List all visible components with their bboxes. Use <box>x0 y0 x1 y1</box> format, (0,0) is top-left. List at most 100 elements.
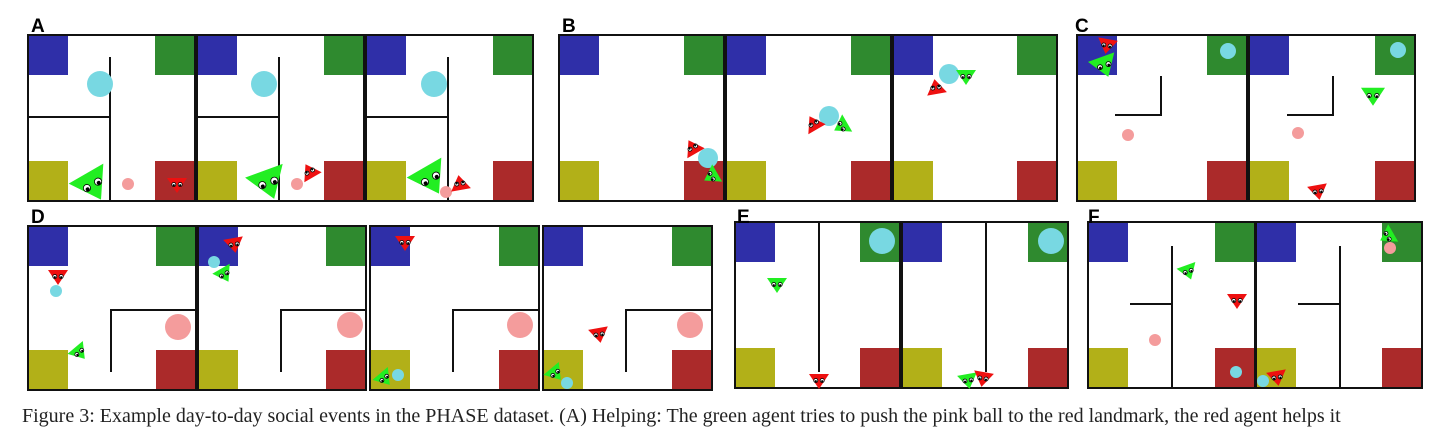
landmark-olive <box>366 161 406 201</box>
agent-pupil <box>557 370 560 373</box>
agent-green <box>1087 52 1115 77</box>
agent-pupil <box>53 276 56 279</box>
agent-green <box>704 164 723 182</box>
agent-pupil <box>226 272 229 275</box>
landmark-olive <box>370 350 410 390</box>
agent-body <box>167 178 187 193</box>
agent-body <box>245 163 283 199</box>
scene-border <box>197 225 367 391</box>
landmark-green <box>672 226 712 266</box>
landmark-green <box>851 35 891 75</box>
agent-body <box>67 340 85 359</box>
agent-pupil <box>594 334 598 337</box>
landmark-green <box>1017 35 1057 75</box>
landmark-red <box>1382 348 1422 388</box>
landmark-blue <box>28 35 68 75</box>
agent-red <box>927 79 947 96</box>
agent-green <box>834 114 853 132</box>
agent-red <box>1266 369 1286 386</box>
landmark-olive <box>893 161 933 201</box>
agent-pupil <box>1107 63 1111 67</box>
landmark-green <box>499 226 539 266</box>
agent-pupil <box>968 76 971 79</box>
ball-cyan <box>939 64 959 84</box>
agent-pupil <box>1320 190 1323 193</box>
agent-pupil <box>85 187 90 192</box>
panel-label-a: A <box>31 16 45 37</box>
agent-body <box>767 278 787 293</box>
landmark-olive <box>559 161 599 201</box>
agent-green <box>372 366 390 385</box>
landmark-green <box>324 35 364 75</box>
scene-border <box>27 225 197 391</box>
agent-red <box>167 178 187 193</box>
agent-pupil <box>552 374 555 378</box>
agent-body <box>372 366 390 385</box>
ball-cyan <box>87 71 113 97</box>
agent-pupil <box>172 184 175 187</box>
agent-pupil <box>1239 300 1242 303</box>
agent-green <box>212 263 230 282</box>
landmark-olive <box>1077 161 1117 201</box>
scene-frame <box>892 34 1058 202</box>
agent-pupil <box>1367 95 1371 98</box>
ball-cyan <box>698 148 718 168</box>
agent-pupil <box>708 172 711 175</box>
agent-pupil <box>978 377 981 380</box>
landmark-blue <box>543 226 583 266</box>
agent-red <box>395 236 415 251</box>
figure-canvas <box>27 34 1423 391</box>
agent-pupil <box>1190 269 1193 273</box>
agent-body <box>1361 87 1385 106</box>
agent-body <box>406 157 442 194</box>
agent-red <box>1227 294 1247 309</box>
agent-green <box>767 278 787 293</box>
landmark-olive <box>28 350 68 390</box>
agent-pupil <box>694 144 697 147</box>
ball-cyan <box>208 256 220 268</box>
agent-red <box>223 236 243 253</box>
ball-cyan <box>1390 42 1406 58</box>
agent-pupil <box>407 242 410 245</box>
landmark-green <box>1215 222 1255 262</box>
agent-body <box>304 164 322 183</box>
landmark-red <box>499 350 539 390</box>
landmark-olive <box>726 161 766 201</box>
agent-pupil <box>76 353 79 357</box>
agent-pupil <box>220 275 223 278</box>
ball-cyan <box>819 106 839 126</box>
landmark-red <box>1017 161 1057 201</box>
agent-red <box>451 175 471 192</box>
agent-pupil <box>434 174 439 179</box>
ball-cyan <box>561 377 573 389</box>
wall <box>110 309 196 372</box>
landmark-blue <box>28 226 68 266</box>
landmark-green <box>156 226 196 266</box>
agent-green <box>67 340 85 359</box>
scene-border <box>725 34 892 202</box>
agent-pupil <box>1098 66 1102 70</box>
agent-pupil <box>711 178 714 181</box>
wall <box>452 309 538 372</box>
landmark-blue <box>1256 222 1296 262</box>
landmark-red <box>1207 161 1247 201</box>
landmark-blue <box>726 35 766 75</box>
agent-red <box>1307 183 1327 200</box>
ball-cyan <box>1257 375 1269 387</box>
agent-pupil <box>455 182 458 185</box>
scene-border <box>892 34 1058 202</box>
landmark-red <box>1028 348 1068 388</box>
agent-body <box>48 270 68 285</box>
agent-pupil <box>236 243 239 246</box>
agent-body <box>1227 294 1247 309</box>
agent-red <box>48 270 68 285</box>
agent-pupil <box>815 120 818 123</box>
panel-label-f: F <box>1088 207 1100 228</box>
agent-pupil <box>1108 45 1112 48</box>
landmark-green <box>155 35 195 75</box>
landmark-blue <box>735 222 775 262</box>
landmark-red <box>1375 161 1415 201</box>
agent-pupil <box>814 380 817 383</box>
landmark-olive <box>197 161 237 201</box>
ball-pink <box>165 314 191 340</box>
